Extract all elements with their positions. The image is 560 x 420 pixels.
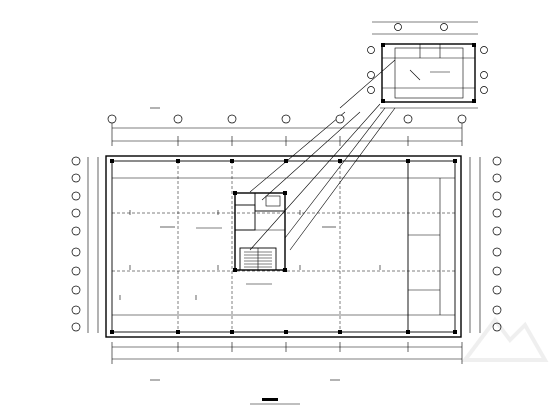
drawing-title xyxy=(250,398,300,405)
building-outline xyxy=(105,155,462,338)
section-markers xyxy=(150,107,340,381)
enlarged-detail xyxy=(367,21,488,109)
central-core xyxy=(233,191,287,272)
structural-columns xyxy=(110,159,457,334)
watermark-logo xyxy=(461,316,549,362)
top-grid-bubbles xyxy=(107,114,467,124)
left-grid-bubbles xyxy=(71,156,99,333)
right-grid-bubbles xyxy=(469,156,502,333)
top-dimensions xyxy=(111,123,463,146)
annotation-marks xyxy=(119,210,381,300)
bottom-dimensions xyxy=(111,342,463,364)
